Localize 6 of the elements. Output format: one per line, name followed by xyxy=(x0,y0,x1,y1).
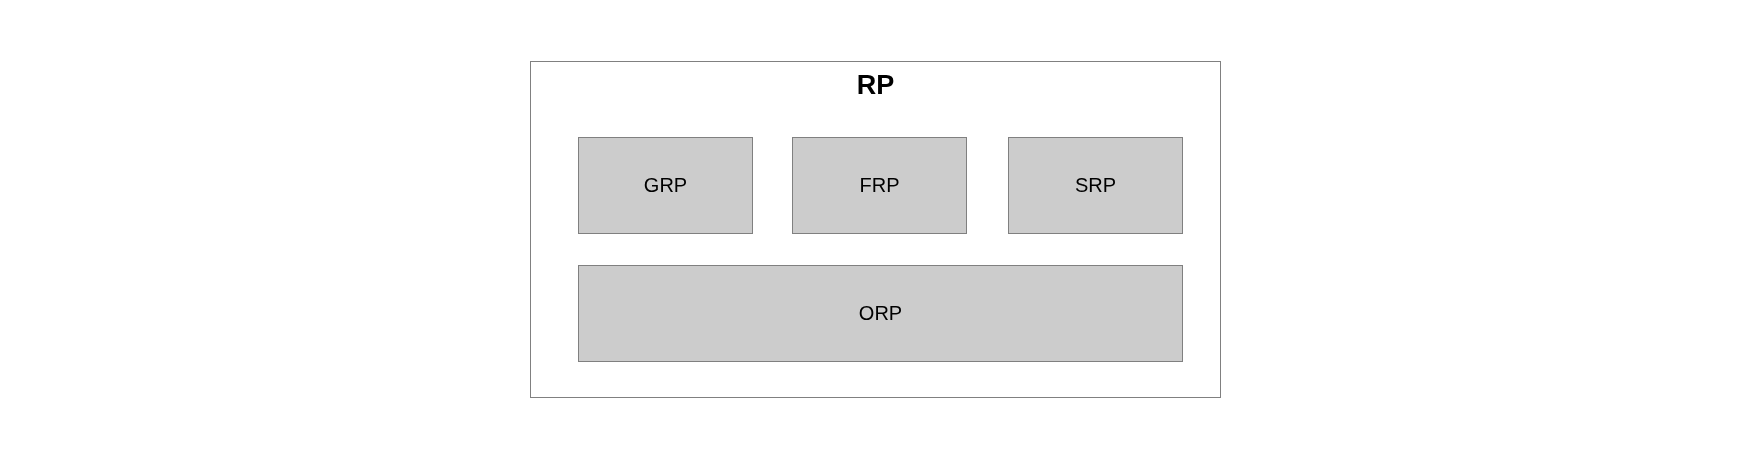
container-box xyxy=(530,61,1221,398)
process-box: FRP xyxy=(792,137,967,234)
process-box: SRP xyxy=(1008,137,1183,234)
process-box: GRP xyxy=(578,137,753,234)
container-title: RP xyxy=(856,70,895,101)
process-box: ORP xyxy=(578,265,1183,362)
